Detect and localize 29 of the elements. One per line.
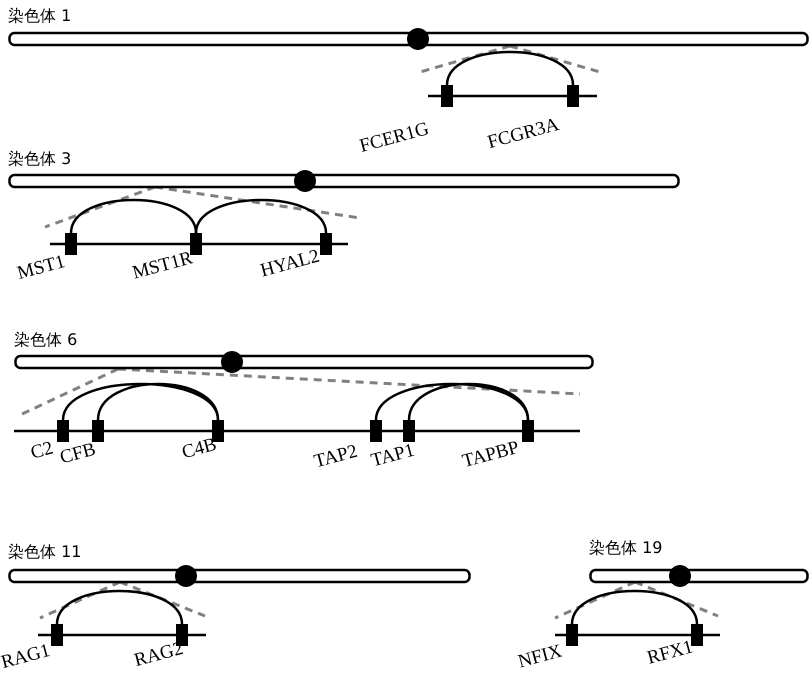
gene-label: MST1R — [130, 247, 196, 285]
interaction-arc — [62, 382, 220, 420]
gene-label: TAPBP — [460, 436, 522, 474]
gene-label: C4B — [180, 434, 220, 464]
gene-label: RAG2 — [132, 638, 186, 672]
interaction-arc — [56, 590, 184, 624]
gene-label: C2 — [28, 438, 56, 464]
interaction-arc — [374, 382, 530, 420]
chromosome-label: 染色体 19 — [589, 538, 662, 559]
gene-label: MST1 — [14, 251, 68, 285]
interaction-arc — [446, 50, 574, 86]
chromosome-label: 染色体 1 — [8, 6, 72, 27]
gene-label: FCGR3A — [485, 114, 562, 154]
gene-label: RFX1 — [644, 636, 696, 670]
gene-label: TAP2 — [312, 440, 360, 474]
chromosome-label: 染色体 11 — [8, 542, 82, 563]
gene-label: HYAL2 — [258, 246, 322, 282]
interaction-arc — [408, 382, 530, 420]
gene-label: NFIX — [516, 640, 564, 674]
gene-label: CFB — [58, 438, 98, 470]
interaction-arc — [96, 382, 220, 420]
gene-label: TAP1 — [368, 440, 417, 472]
gene-label: FCER1G — [357, 118, 432, 158]
interaction-arc — [570, 590, 698, 624]
gene-label: RAG1 — [0, 640, 53, 674]
interaction-arc — [70, 198, 198, 234]
interaction-arc — [194, 198, 328, 234]
chromosome-label: 染色体 6 — [14, 330, 78, 351]
chromosome-label: 染色体 3 — [8, 149, 72, 170]
